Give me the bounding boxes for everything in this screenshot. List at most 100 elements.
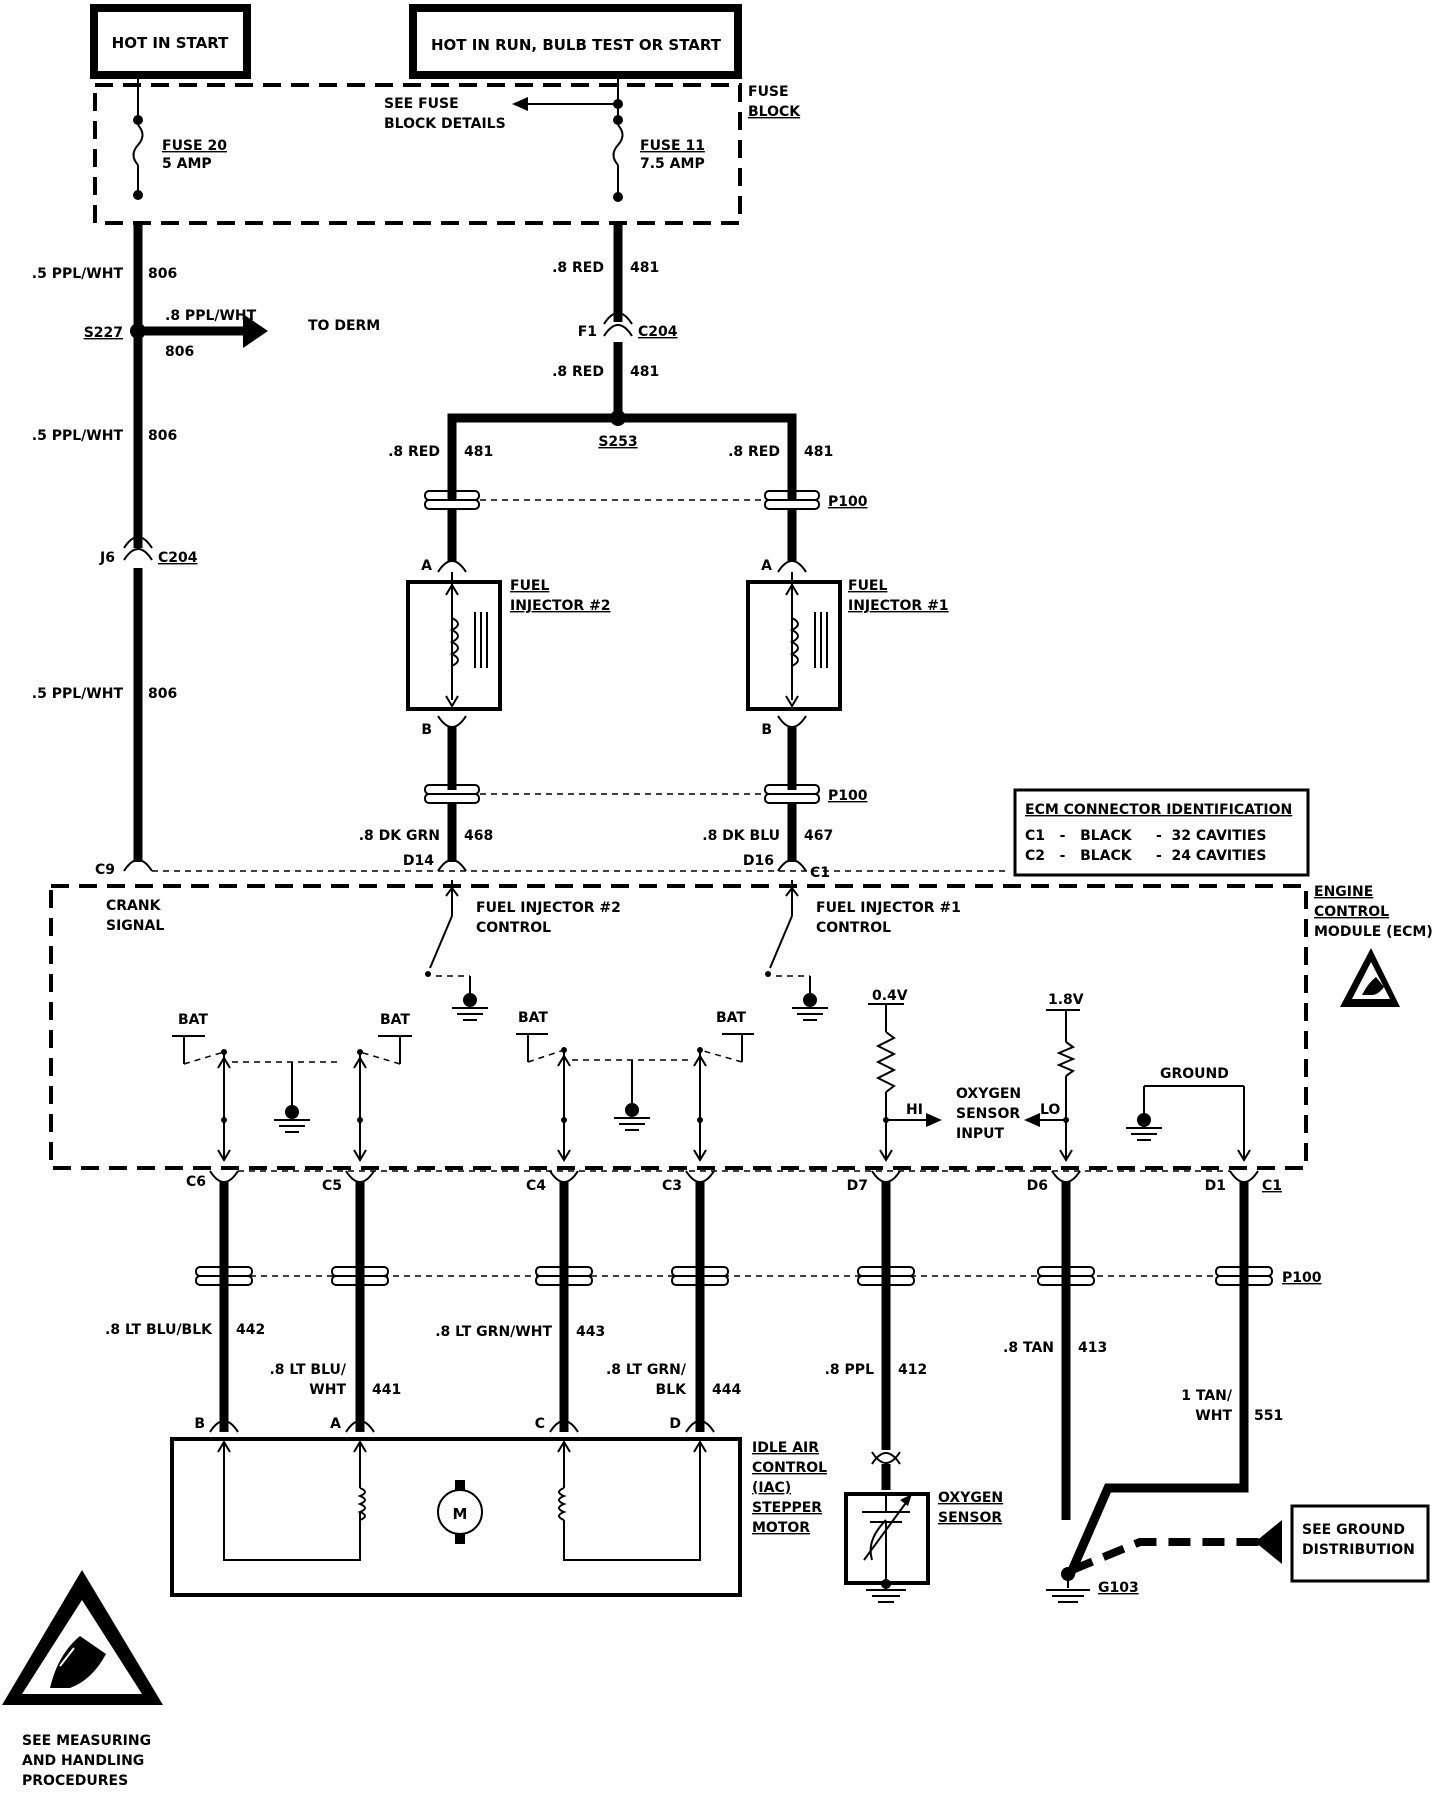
pin-d1: D1 — [1205, 1178, 1226, 1194]
o2-sensor-label-2: SENSOR — [938, 1510, 1002, 1526]
o2-lo: LO — [1040, 1102, 1060, 1118]
fuse11-name: FUSE 11 — [640, 138, 705, 154]
o2-hi: HI — [906, 1102, 923, 1118]
see-fuse-details-2: BLOCK DETAILS — [384, 116, 506, 132]
pin-c6: C6 — [186, 1174, 206, 1190]
pin-d16: D16 — [743, 853, 774, 869]
esd-line-3: PROCEDURES — [22, 1773, 128, 1789]
fuse20-name: FUSE 20 — [162, 138, 227, 154]
w443-circuit: 443 — [576, 1324, 605, 1340]
splice-s253-label: S253 — [598, 434, 637, 450]
power-hot-in-run: HOT IN RUN, BULB TEST OR START — [409, 4, 742, 79]
p100-label-lower: P100 — [1282, 1270, 1322, 1286]
esd-warning-icon — [2, 1570, 163, 1705]
ecm-ground-circuit — [1126, 1085, 1251, 1162]
fuse11-amp: 7.5 AMP — [640, 156, 705, 172]
fuse-block-label-2: BLOCK — [748, 104, 801, 120]
pin-c4: C4 — [526, 1178, 546, 1194]
pin-c5: C5 — [322, 1178, 342, 1194]
o2-input-2: SENSOR — [956, 1106, 1020, 1122]
w444-color-1: .8 LT GRN/ — [606, 1362, 687, 1378]
feed-wire-circuit-1: 481 — [630, 260, 659, 276]
iac-label-3: (IAC) — [752, 1480, 791, 1496]
iac-label-4: STEPPER — [752, 1500, 822, 1516]
inj2-control-2: CONTROL — [476, 920, 551, 936]
inj2-control-switch — [425, 880, 488, 1021]
motor-symbol: M — [453, 1505, 468, 1523]
pin-c1-bottom: C1 — [1262, 1178, 1282, 1194]
ground-g103: G103 — [1046, 1520, 1282, 1603]
wire-806-color-3: .5 PPL/WHT — [32, 686, 124, 702]
inj1-out-color: .8 DK BLU — [702, 828, 780, 844]
w444-color-2: BLK — [656, 1382, 688, 1398]
feed-wire-color-1: .8 RED — [552, 260, 604, 276]
pin-c3: C3 — [662, 1178, 682, 1194]
connector-c204-feed: C204 — [638, 324, 678, 340]
power-hot-in-start: HOT IN START — [90, 4, 251, 79]
inj2-feed-color: .8 RED — [388, 444, 440, 460]
w441-color-2: WHT — [309, 1382, 346, 1398]
see-fuse-details-1: SEE FUSE — [384, 96, 459, 112]
inj2-label-2: INJECTOR #2 — [510, 598, 611, 614]
inj1-pin-a: A — [761, 558, 772, 574]
esd-warning-icon-small — [1340, 948, 1400, 1007]
w551-color-1: 1 TAN/ — [1181, 1388, 1233, 1404]
iac-label-1: IDLE AIR — [752, 1440, 819, 1456]
w413-color: .8 TAN — [1003, 1340, 1054, 1356]
iac-pin-d: D — [669, 1416, 681, 1432]
w413-circuit: 413 — [1078, 1340, 1107, 1356]
feed-wire-circuit-2: 481 — [630, 364, 659, 380]
wire-806-circuit-3: 806 — [148, 686, 177, 702]
inj1-control-2: CONTROL — [816, 920, 891, 936]
bat-3: BAT — [518, 1010, 548, 1026]
pin-d7: D7 — [847, 1178, 868, 1194]
ecm-id-row1: C1 - BLACK - 32 CAVITIES — [1025, 828, 1267, 844]
wire-806-color-2: .5 PPL/WHT — [32, 428, 124, 444]
p100-label-bottom: P100 — [828, 788, 868, 804]
inj2-label-1: FUEL — [510, 578, 549, 594]
connector-f1: F1 — [578, 324, 597, 340]
w551-color-2: WHT — [1195, 1408, 1232, 1424]
inj1-label-2: INJECTOR #1 — [848, 598, 949, 614]
pin-d14: D14 — [403, 853, 434, 869]
o2-input-1: OXYGEN — [956, 1086, 1021, 1102]
inj1-feed-circuit: 481 — [804, 444, 833, 460]
bat-4: BAT — [716, 1010, 746, 1026]
inj2-pin-b: B — [421, 722, 432, 738]
connector-j6: J6 — [99, 550, 115, 566]
w412-color: .8 PPL — [825, 1362, 874, 1378]
inj1-out-circuit: 467 — [804, 828, 833, 844]
o2-input-3: INPUT — [956, 1126, 1005, 1142]
ecm-top-connector: C9 D14 D16 C1 — [95, 853, 1008, 881]
p100-bottom-connectors — [195, 1266, 1273, 1286]
w442-circuit: 442 — [236, 1322, 265, 1338]
inj2-out-circuit: 468 — [464, 828, 493, 844]
fuel-injector-1 — [746, 572, 842, 711]
o2-input-circuit — [868, 1003, 1080, 1162]
inj1-feed-color: .8 RED — [728, 444, 780, 460]
ecm-label-1: ENGINE — [1314, 884, 1373, 900]
p100-label-top: P100 — [828, 494, 868, 510]
fuse-block: FUSE BLOCK FUSE 20 5 AMP SEE FUSE BLOCK … — [93, 79, 801, 225]
inj1-control-switch — [765, 880, 828, 1021]
esd-line-1: SEE MEASURING — [22, 1733, 151, 1749]
inj1-control-1: FUEL INJECTOR #1 — [816, 900, 961, 916]
g103-label: G103 — [1098, 1580, 1139, 1596]
w412-circuit: 412 — [898, 1362, 927, 1378]
bat-1: BAT — [178, 1012, 208, 1028]
derm-wire-circuit: 806 — [165, 344, 194, 360]
iac-pin-c: C — [535, 1416, 545, 1432]
feed-wire-color-2: .8 RED — [552, 364, 604, 380]
see-ground-distribution: SEE GROUND DISTRIBUTION — [1290, 1504, 1430, 1583]
connector-c204-left: C204 — [158, 550, 198, 566]
wire-806-circuit-2: 806 — [148, 428, 177, 444]
ecm-ground-label: GROUND — [1160, 1066, 1229, 1082]
iac-driver-1 — [172, 1035, 412, 1162]
inj1-label-1: FUEL — [848, 578, 887, 594]
esd-line-2: AND HANDLING — [22, 1753, 144, 1769]
voltage-04v: 0.4V — [872, 988, 908, 1004]
to-derm-label: TO DERM — [308, 318, 380, 334]
w551-circuit: 551 — [1254, 1408, 1283, 1424]
ecm-id-row2: C2 - BLACK - 24 CAVITIES — [1025, 848, 1267, 864]
wire-806-color-1: .5 PPL/WHT — [32, 266, 124, 282]
